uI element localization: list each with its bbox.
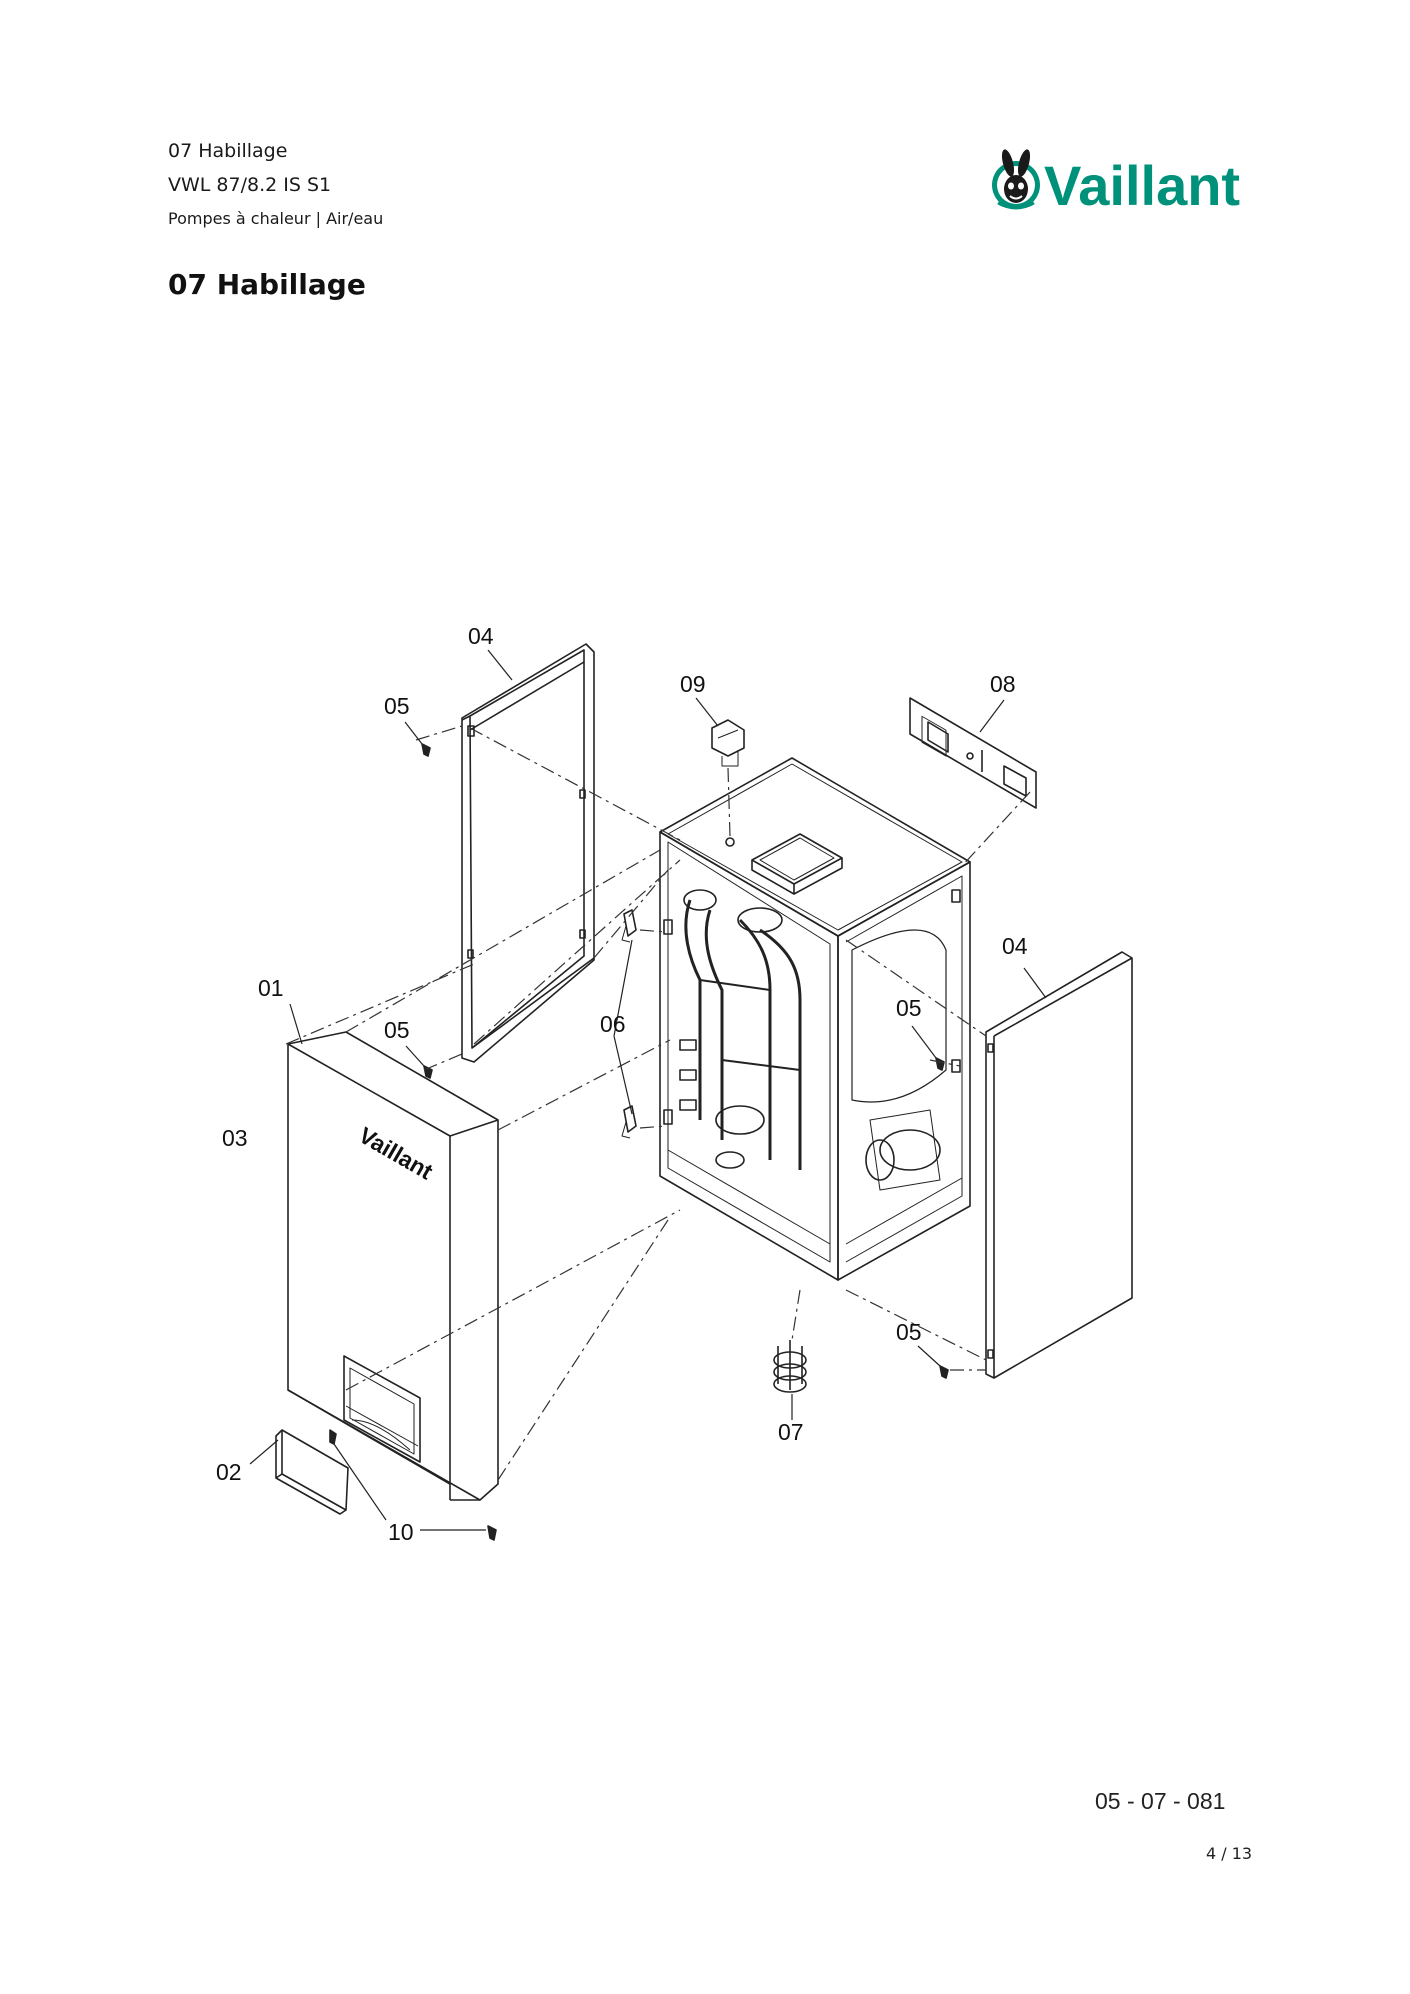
mounting-rail xyxy=(909,697,1037,809)
assembly-lines xyxy=(285,725,1031,1481)
rear-frame-panel xyxy=(461,643,595,1063)
hare-logo-icon: Vaillant xyxy=(992,149,1240,217)
vaillant-logo: Vaillant xyxy=(982,145,1252,225)
front-panel-brand-mark: Vaillant xyxy=(355,1122,438,1185)
right-side-panel xyxy=(985,951,1133,1379)
callouts: 04 05 09 08 04 01 05 06 05 03 05 07 02 1… xyxy=(216,623,1028,1545)
cover-plate xyxy=(275,1429,349,1515)
front-panel xyxy=(287,1031,499,1501)
section-name: 07 Habillage xyxy=(168,140,288,162)
front-panel-brand-text: Vaillant xyxy=(355,1122,438,1185)
top-clip xyxy=(711,719,745,767)
main-unit-body xyxy=(659,757,971,1281)
document-code: 05 - 07 - 081 xyxy=(1095,1788,1226,1814)
model-name: VWL 87/8.2 IS S1 xyxy=(168,174,332,196)
callout-04-right: 04 xyxy=(1002,933,1028,959)
screws xyxy=(329,743,949,1541)
callout-07: 07 xyxy=(778,1419,804,1445)
callout-04-left: 04 xyxy=(468,623,494,649)
side-latches xyxy=(621,909,637,1139)
foot-clamp xyxy=(773,1340,807,1393)
callout-10: 10 xyxy=(388,1519,414,1545)
brand-wordmark: Vaillant xyxy=(1044,154,1240,217)
document-header: 07 Habillage VWL 87/8.2 IS S1 Pompes à c… xyxy=(168,134,383,236)
page-number: 4 / 13 xyxy=(1206,1844,1253,1863)
callout-05-right: 05 xyxy=(896,995,922,1021)
callout-03: 03 xyxy=(222,1125,248,1151)
page-title: 07 Habillage xyxy=(168,268,366,301)
callout-06: 06 xyxy=(600,1011,626,1037)
callout-09: 09 xyxy=(680,671,706,697)
callout-05-top-left: 05 xyxy=(384,693,410,719)
callout-08: 08 xyxy=(990,671,1016,697)
callout-02: 02 xyxy=(216,1459,242,1485)
leader-lines xyxy=(249,649,1047,1531)
callout-05-mid-left: 05 xyxy=(384,1017,410,1043)
callout-01: 01 xyxy=(258,975,284,1001)
product-category: Pompes à chaleur | Air/eau xyxy=(168,209,384,228)
callout-05-bottom-right: 05 xyxy=(896,1319,922,1345)
